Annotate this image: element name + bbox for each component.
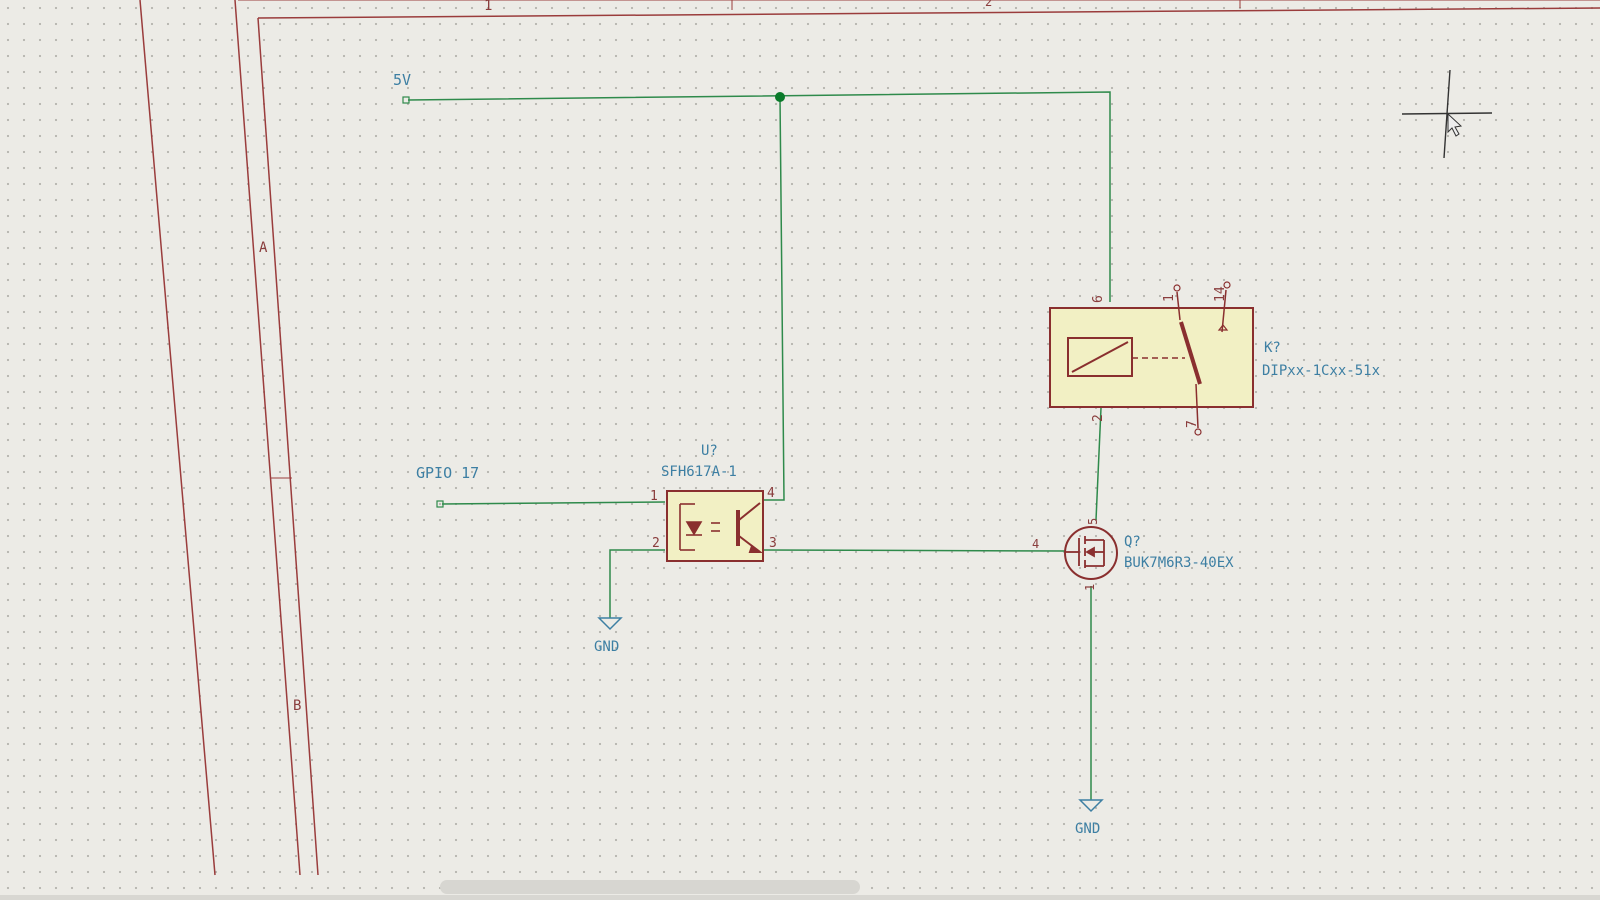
optocoupler-pin-1: 1 xyxy=(650,489,658,504)
gpio-pin-square[interactable] xyxy=(436,500,444,508)
crosshair-cursor-icon xyxy=(1401,69,1493,159)
mosfet-pin-1: 1 xyxy=(1083,584,1097,591)
wires[interactable] xyxy=(407,91,1111,800)
gnd-left-label[interactable]: GND xyxy=(594,639,619,655)
wire-gpio-to-opto-pin1[interactable] xyxy=(441,501,666,505)
optocoupler-body[interactable] xyxy=(666,490,764,562)
optocoupler-reference[interactable]: U? xyxy=(701,443,718,459)
mosfet-body[interactable] xyxy=(1064,526,1118,580)
sheet-column-label-1: 1 xyxy=(484,0,492,14)
mosfet-value[interactable]: BUK7M6R3-40EX xyxy=(1124,555,1234,571)
relay-contact-icon xyxy=(1173,281,1231,436)
optocoupler-symbol[interactable]: 1 2 3 4 U? SFH617A-1 xyxy=(650,443,777,562)
ground-symbol-icon[interactable] xyxy=(1078,799,1104,813)
mosfet-gate-icon xyxy=(1066,536,1105,568)
sheet-row-label-b: B xyxy=(293,698,301,714)
gnd-right-label[interactable]: GND xyxy=(1075,821,1100,837)
relay-body[interactable] xyxy=(1049,307,1254,408)
relay-pin-7: 7 xyxy=(1185,420,1200,428)
sheet-border xyxy=(139,0,1600,876)
wire-opto-pin3-to-gate[interactable] xyxy=(763,549,1067,552)
mosfet-reference[interactable]: Q? xyxy=(1124,534,1141,550)
relay-reference[interactable]: K? xyxy=(1264,340,1281,356)
relay-pin-2: 2 xyxy=(1091,414,1106,422)
mosfet-pin-5: 5 xyxy=(1086,518,1100,525)
optocoupler-pin-2: 2 xyxy=(652,536,660,551)
relay-coil-icon xyxy=(1067,337,1185,377)
relay-symbol[interactable]: 6 2 1 14 7 K? DIPxx-1Cxx-51x xyxy=(1049,281,1380,436)
mosfet-symbol[interactable]: 5 4 1 Q? BUK7M6R3-40EX xyxy=(1032,518,1234,591)
sheet-row-label-a: A xyxy=(259,240,268,256)
phototransistor-icon xyxy=(736,502,763,553)
vcc-net-label[interactable]: 5V xyxy=(393,71,411,89)
wire-relay-pin2-to-drain[interactable] xyxy=(1095,407,1102,521)
wire-opto-pin2-to-gnd[interactable] xyxy=(609,549,665,618)
optocoupler-pin-4: 4 xyxy=(767,486,775,501)
vcc-pin-square[interactable] xyxy=(402,96,410,104)
relay-pin-6: 6 xyxy=(1091,295,1106,303)
optocoupler-pin-3: 3 xyxy=(769,536,777,551)
status-strip xyxy=(0,895,1600,900)
sheet-column-label-2: 2 xyxy=(985,0,992,9)
ground-symbol-icon[interactable] xyxy=(597,617,623,631)
gpio-net-label[interactable]: GPIO 17 xyxy=(416,464,479,482)
wire-junction[interactable] xyxy=(775,92,785,102)
optocoupler-value[interactable]: SFH617A-1 xyxy=(661,464,737,480)
mosfet-pin-4: 4 xyxy=(1032,537,1039,551)
relay-value[interactable]: DIPxx-1Cxx-51x xyxy=(1262,363,1380,379)
relay-pin-1: 1 xyxy=(1162,294,1177,302)
horizontal-scrollbar[interactable] xyxy=(440,880,860,894)
led-diode-icon xyxy=(679,503,720,551)
wire-5v-rail[interactable] xyxy=(407,91,1111,302)
relay-pin-14: 14 xyxy=(1213,286,1228,302)
wire-5v-to-opto-pin4[interactable] xyxy=(764,96,785,501)
